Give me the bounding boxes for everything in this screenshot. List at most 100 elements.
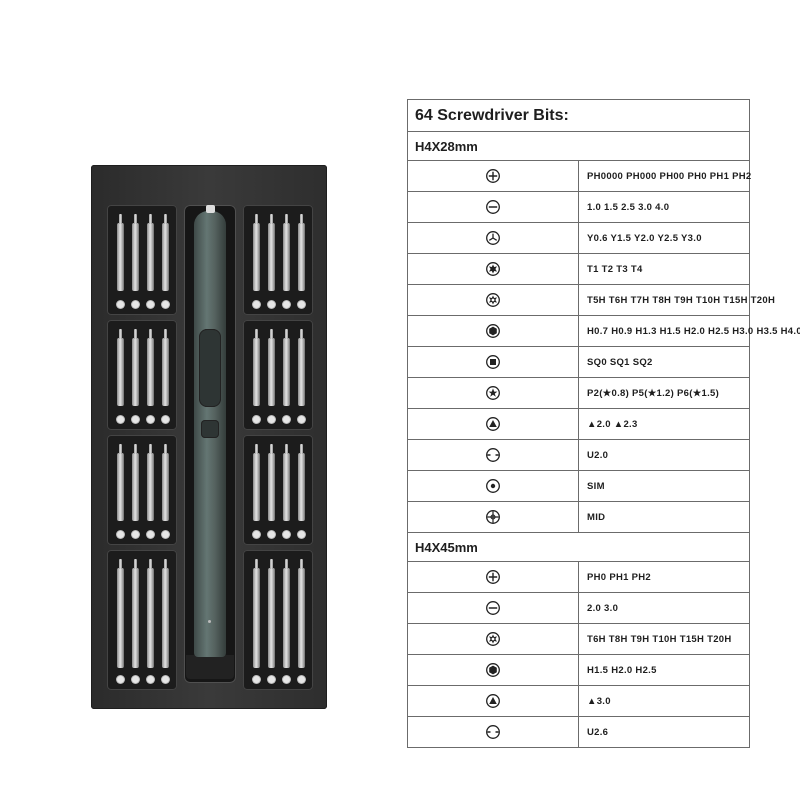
table-row: SIM: [407, 470, 750, 502]
bit-type-icon: [132, 531, 139, 538]
driver-light-icon: [208, 620, 211, 623]
bit-sizes: T6H T8H T9H T10H T15H T20H: [578, 623, 750, 655]
section-header-row: H4X45mm: [407, 532, 750, 562]
sim-icon: [407, 470, 579, 502]
bit-type-icon: [162, 416, 169, 423]
screwdriver-bit: [298, 329, 305, 406]
driver-slot-end: [186, 655, 234, 679]
screwdriver-bit: [253, 214, 260, 291]
tri-wing-icon: [407, 222, 579, 254]
bit-type-icon: [253, 531, 260, 538]
mid-icon: [407, 501, 579, 533]
bit-type-icon: [117, 676, 124, 683]
screwdriver-bit: [283, 444, 290, 521]
table-title: 64 Screwdriver Bits:: [407, 99, 750, 132]
bit-type-icon: [268, 416, 275, 423]
section-heading: H4X45mm: [407, 532, 750, 562]
bit-tray: [243, 550, 313, 690]
screwdriver-bit: [117, 214, 124, 291]
screwdriver-bit: [117, 559, 124, 668]
screwdriver-bit: [132, 444, 139, 521]
bit-tray: [243, 205, 313, 315]
bit-type-icon: [253, 301, 260, 308]
table-row: Y0.6 Y1.5 Y2.0 Y2.5 Y3.0: [407, 222, 750, 254]
pentalobe-icon: [407, 377, 579, 409]
bit-tray: [243, 435, 313, 545]
triangle-icon: [407, 408, 579, 440]
bit-sizes: P2(★0.8) P5(★1.2) P6(★1.5): [578, 377, 750, 409]
screwdriver-bit: [132, 559, 139, 668]
bit-sizes: PH0000 PH000 PH00 PH0 PH1 PH2: [578, 160, 751, 192]
phillips-icon: [407, 160, 579, 192]
screwdriver-bit: [268, 214, 275, 291]
bit-type-icon: [117, 531, 124, 538]
screwdriver-bit: [132, 214, 139, 291]
table-row: H1.5 H2.0 H2.5: [407, 654, 750, 686]
screwdriver-bit: [147, 214, 154, 291]
table-row: PH0000 PH000 PH00 PH0 PH1 PH2: [407, 160, 751, 192]
table-row: 1.0 1.5 2.5 3.0 4.0: [407, 191, 750, 223]
screwdriver-bit: [253, 444, 260, 521]
bit-type-icon: [117, 301, 124, 308]
bit-type-icon: [268, 531, 275, 538]
bit-type-icon: [132, 676, 139, 683]
screwdriver-bit: [283, 329, 290, 406]
screwdriver-bit: [147, 329, 154, 406]
table-row: MID: [407, 501, 750, 533]
table-row: T6H T8H T9H T10H T15H T20H: [407, 623, 750, 655]
hex-icon: [407, 315, 579, 347]
slotted-icon: [407, 592, 579, 624]
screwdriver-bit: [268, 559, 275, 668]
screwdriver-bit: [298, 444, 305, 521]
table-title-row: 64 Screwdriver Bits:: [407, 99, 750, 132]
hex-icon: [407, 654, 579, 686]
screwdriver-bit: [162, 329, 169, 406]
bit-sizes: 1.0 1.5 2.5 3.0 4.0: [578, 191, 750, 223]
bit-type-icon: [162, 676, 169, 683]
table-row: T5H T6H T7H T8H T9H T10H T15H T20H: [407, 284, 775, 316]
screwdriver-bit: [298, 559, 305, 668]
screwdriver-kit-image: [91, 165, 327, 709]
screwdriver-bit: [268, 329, 275, 406]
phillips-icon: [407, 561, 579, 593]
bit-type-icon: [147, 531, 154, 538]
section-heading: H4X28mm: [407, 131, 750, 161]
driver-mode-button: [201, 420, 219, 438]
bit-sizes: T5H T6H T7H T8H T9H T10H T15H T20H: [578, 284, 775, 316]
bit-type-icon: [298, 676, 305, 683]
screwdriver-bit: [117, 444, 124, 521]
screwdriver-bit: [147, 444, 154, 521]
bit-sizes: Y0.6 Y1.5 Y2.0 Y2.5 Y3.0: [578, 222, 750, 254]
bit-tray: [243, 320, 313, 430]
table-row: T1 T2 T3 T4: [407, 253, 750, 285]
bit-sizes: SIM: [578, 470, 750, 502]
bit-type-icon: [253, 416, 260, 423]
bit-sizes: PH0 PH1 PH2: [578, 561, 750, 593]
screwdriver-bit: [117, 329, 124, 406]
screwdriver-bit: [253, 329, 260, 406]
torx-security-icon: [407, 623, 579, 655]
bit-type-icon: [132, 301, 139, 308]
table-row: PH0 PH1 PH2: [407, 561, 750, 593]
square-icon: [407, 346, 579, 378]
u-bit-icon: [407, 439, 579, 471]
screwdriver-bit: [147, 559, 154, 668]
bit-type-icon: [268, 301, 275, 308]
u-bit-icon: [407, 716, 579, 748]
table-row: ▲3.0: [407, 685, 750, 717]
bit-tray: [107, 205, 177, 315]
driver-bit-holder: [206, 205, 215, 213]
bit-type-icon: [268, 676, 275, 683]
bit-type-icon: [283, 531, 290, 538]
screwdriver-bit: [162, 559, 169, 668]
bit-sizes: U2.6: [578, 716, 750, 748]
torx-icon: [407, 253, 579, 285]
triangle-icon: [407, 685, 579, 717]
table-row: U2.6: [407, 716, 750, 748]
table-row: U2.0: [407, 439, 750, 471]
bit-type-icon: [132, 416, 139, 423]
bit-sizes: H1.5 H2.0 H2.5: [578, 654, 750, 686]
bit-sizes: H0.7 H0.9 H1.3 H1.5 H2.0 H2.5 H3.0 H3.5 …: [578, 315, 800, 347]
bit-sizes: SQ0 SQ1 SQ2: [578, 346, 750, 378]
